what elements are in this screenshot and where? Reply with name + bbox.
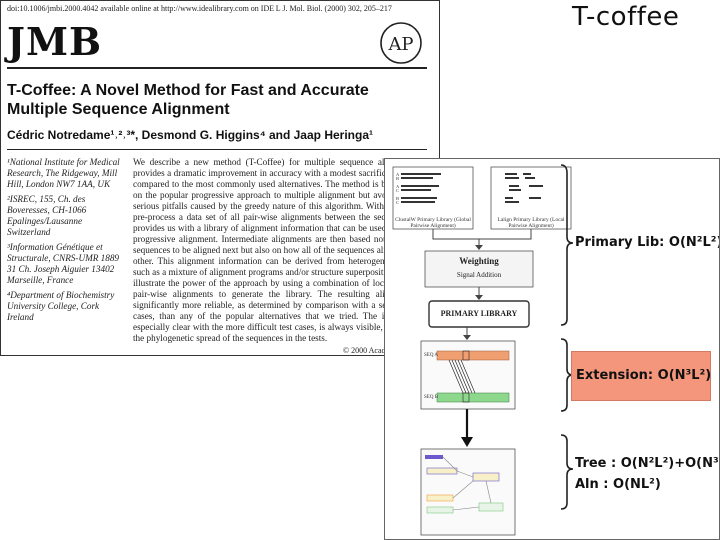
abstract: We describe a new method (T-Coffee) for … [133,157,433,343]
seq-a-label: SEQ A [424,353,439,358]
extension-highlight [571,351,711,401]
publisher-logo: AP [380,22,422,64]
aln-complexity: Aln : O(NL²) [575,477,661,492]
seq-pair-label: C [396,200,399,205]
global-alignment-lines [401,173,441,203]
paper-title: T-Coffee: A Novel Method for Fast and Ac… [7,82,369,118]
journal-logo: JMB [7,19,103,64]
seq-b-label: SEQ B [424,395,439,400]
doi-line: doi:10.1006/jmbi.2000.4042 available onl… [7,4,392,13]
affiliations: ¹National Institute for Medical Research… [7,157,125,327]
seq-b-bar [436,392,510,403]
author-rule [7,149,427,150]
seq-a-bar [436,350,510,361]
affiliation: ²ISREC, 155, Ch. des Boveresses, CH-1066… [7,194,87,237]
guide-tree-lines [442,456,492,511]
primary-library-box [428,300,530,328]
tree-complexity: Tree : O(N²L²)+O(N³) [575,456,720,471]
global-library-label: ClustalW Primary Library (Global Pairwis… [395,217,471,229]
copyright: © 2000 Academic Press [343,346,420,355]
paper-first-page: doi:10.1006/jmbi.2000.4042 available onl… [0,0,440,356]
seq-pair-label: A [396,184,400,189]
affiliation: ³Information Génétique et Structurale, C… [7,242,120,285]
extension-links [448,359,476,394]
publisher-logo-text: AP [387,34,413,55]
affiliation: ⁴Department of Biochemistry University C… [7,290,115,322]
local-library-label: Lalign Primary Library (Local Pairwise A… [497,217,565,229]
seq-pair-label: C [396,188,399,193]
tcoffee-flow-diagram: A B A C B C [384,158,720,540]
header-rule [7,67,427,69]
seq-pair-label: B [396,196,399,201]
seq-pair-label: B [396,176,399,181]
weighting-subtitle: Signal Addition [456,271,502,279]
primary-library-label: PRIMARY LIBRARY [440,309,518,318]
weighting-title: Weighting [459,256,499,266]
paper-authors: Cédric Notredame¹˒²˒³*, Desmond G. Higgi… [7,128,373,142]
seq-pair-label: A [396,172,400,177]
tree-box [420,448,516,536]
slide-title: T-coffee [572,2,680,32]
local-alignment-lines [505,173,543,203]
affiliation: ¹National Institute for Medical Research… [7,157,120,189]
extension-complexity: Extension: O(N³L²) [576,368,712,383]
primary-lib-complexity: Primary Lib: O(N²L²) [575,235,720,250]
